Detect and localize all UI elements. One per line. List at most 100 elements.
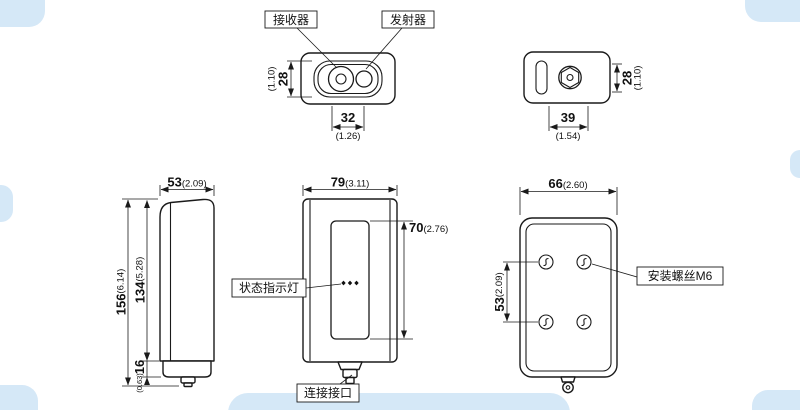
receiver-label-box xyxy=(264,10,318,29)
side-connector xyxy=(180,376,196,384)
status-indicator-label: 状态指示灯 xyxy=(239,280,299,295)
mount-width-mm: 39 xyxy=(561,110,575,125)
rear-width-dim: 66(2.60) xyxy=(548,176,587,191)
rear-connector-flange xyxy=(560,376,576,383)
dim-front-width: 79(3.11) xyxy=(302,175,398,196)
lens-bezel-outer xyxy=(313,60,383,98)
rear-connector-pin xyxy=(565,385,571,390)
screw-slot xyxy=(581,317,587,327)
decor-blob-top-left xyxy=(0,0,45,27)
dim-rear-width: 66(2.60) xyxy=(519,176,618,215)
side-connector-tip xyxy=(183,382,193,388)
screw-slot xyxy=(543,257,549,267)
connector-label: 连接接口 xyxy=(304,385,352,400)
front-width-mm: 79 xyxy=(331,175,345,190)
rear-body xyxy=(519,217,618,378)
front-width-in: (3.11) xyxy=(345,179,369,190)
front-width-dim: 79(3.11) xyxy=(331,175,370,190)
side-total-height-dim: 156(6.14) xyxy=(113,269,128,316)
decor-blob-bottom-center xyxy=(228,393,570,410)
view-front: 79(3.11) 70(2.76) 状态指示灯 连接接口 xyxy=(231,175,448,403)
front-connector-tip xyxy=(345,376,355,385)
mounting-screw-leader-line xyxy=(591,263,638,278)
side-total-height-mm: 156 xyxy=(113,294,128,316)
side-total-height-in: (6.14) xyxy=(115,269,126,294)
rear-width-mm: 66 xyxy=(548,176,562,191)
status-led-3 xyxy=(354,280,359,286)
rear-hole-spacing-mm: 53 xyxy=(492,297,507,311)
dim-optical-width: 32 (1.26) xyxy=(331,106,365,142)
mount-height-mm: 28 xyxy=(620,71,635,85)
decor-blob-bottom-right xyxy=(752,390,800,410)
receiver-lens-inner xyxy=(335,73,347,85)
screw-head-circle xyxy=(558,65,582,90)
dim-front-window-height: 70(2.76) xyxy=(370,220,448,340)
mounting-screw-hole-bottom-right xyxy=(576,314,592,330)
front-connector-flange xyxy=(337,361,363,371)
screw-hole-circle xyxy=(538,254,554,270)
decor-blob-left-middle xyxy=(0,185,13,222)
optical-height-in: (1.10) xyxy=(267,67,278,92)
front-body xyxy=(302,198,398,363)
view-side: 53(2.09) 156(6.14) 134(5.28) 16 (0.63) xyxy=(113,175,215,393)
side-body-height-mm: 134 xyxy=(132,281,147,303)
side-width-mm: 53 xyxy=(167,175,181,190)
dim-side-base-height: 16 (0.63) xyxy=(132,352,161,393)
decor-blob-bottom-left xyxy=(0,385,38,410)
side-width-in: (2.09) xyxy=(182,179,207,190)
screw-slot xyxy=(581,257,587,267)
side-base-height-in: (0.63) xyxy=(135,373,144,393)
transmitter-label: 发射器 xyxy=(390,12,426,27)
connector-label-box xyxy=(296,383,360,403)
side-body-outline xyxy=(159,198,215,362)
transmitter-leader-line xyxy=(365,27,403,70)
status-label-box xyxy=(231,278,307,298)
dim-side-total-height: 156(6.14) xyxy=(113,198,179,387)
front-window-height-mm: 70 xyxy=(409,220,423,235)
screw-hole-circle xyxy=(576,254,592,270)
screw-hole-circle xyxy=(538,314,554,330)
mount-slot xyxy=(535,60,548,95)
front-window xyxy=(330,220,370,340)
side-body-height-in: (5.28) xyxy=(134,257,145,282)
decor-blob-right-middle xyxy=(790,150,800,178)
receiver-lens xyxy=(327,65,355,93)
rear-hole-spacing-in: (2.09) xyxy=(494,272,505,297)
view-rear: 66(2.60) 53(2.09) 安装螺丝M6 xyxy=(492,176,724,394)
side-base xyxy=(162,360,212,378)
view-mount-top: 39 (1.54) 28 (1.10) xyxy=(523,51,644,142)
decor-blob-top-right xyxy=(745,0,800,22)
screw-center xyxy=(566,73,574,82)
mounting-screw-hole-top-right xyxy=(576,254,592,270)
dim-rear-hole-spacing: 53(2.09) xyxy=(492,261,538,323)
connector-leader-line xyxy=(339,374,353,385)
dim-mount-width: 39 (1.54) xyxy=(548,106,589,142)
side-base-height-mm: 16 xyxy=(132,360,147,374)
rear-face-inner xyxy=(525,223,612,372)
mounting-screw-label-box xyxy=(636,266,724,286)
transmitter-label-box xyxy=(381,10,435,29)
transmitter-lens xyxy=(355,70,373,88)
mount-width-in: (1.54) xyxy=(556,131,581,142)
dim-side-width: 53(2.09) xyxy=(159,175,215,196)
dim-side-body-height: 134(5.28) xyxy=(132,200,159,362)
optical-height-mm: 28 xyxy=(276,72,291,86)
lens-bezel-inner xyxy=(317,63,379,95)
optical-width-in: (1.26) xyxy=(336,131,361,142)
dim-optical-height: 28 (1.10) xyxy=(267,60,312,98)
front-window-height-dim: 70(2.76) xyxy=(409,220,448,235)
status-led-2 xyxy=(347,280,353,286)
screw-hole-circle xyxy=(576,314,592,330)
side-width-dim: 53(2.09) xyxy=(167,175,206,190)
front-window-height-in: (2.76) xyxy=(423,224,448,235)
screw-slot xyxy=(543,317,549,327)
mounting-screw-hole-bottom-left xyxy=(538,314,554,330)
status-led-1 xyxy=(341,280,346,286)
optical-width-mm: 32 xyxy=(341,110,355,125)
mounting-screw-hole-top-left xyxy=(538,254,554,270)
rear-width-in: (2.60) xyxy=(563,180,588,191)
dim-mount-height: 28 (1.10) xyxy=(612,63,644,93)
